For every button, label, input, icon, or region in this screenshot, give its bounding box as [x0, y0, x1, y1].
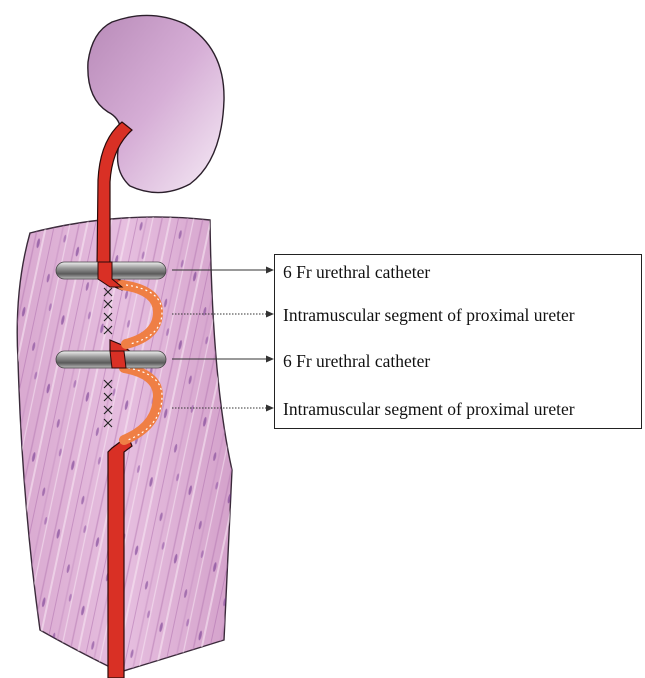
labels-box: 6 Fr urethral catheter Intramuscular seg…	[274, 254, 642, 429]
label-intramuscular-segment-1: Intramuscular segment of proximal ureter	[283, 307, 575, 325]
label-intramuscular-segment-2: Intramuscular segment of proximal ureter	[283, 401, 575, 419]
label-catheter-1: 6 Fr urethral catheter	[283, 264, 430, 282]
label-catheter-2: 6 Fr urethral catheter	[283, 353, 430, 371]
